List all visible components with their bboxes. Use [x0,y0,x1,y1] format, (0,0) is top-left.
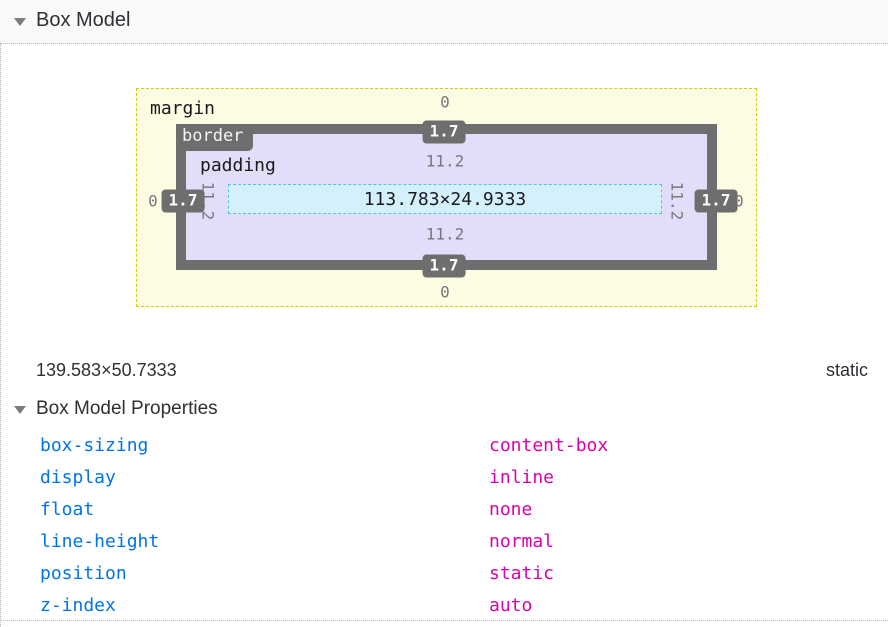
padding-right-value[interactable]: 11.2 [667,181,687,221]
property-value: none [489,499,533,520]
property-name[interactable]: display [40,467,116,488]
margin-region[interactable]: margin 0 0 0 0 border padding 11.2 11.2 … [136,88,757,307]
box-model-section-header[interactable]: Box Model [0,0,888,44]
property-row: line-height normal [0,526,888,558]
property-row: display inline [0,462,888,494]
element-position: static [825,360,868,380]
border-left-value[interactable]: 1.7 [161,189,205,213]
property-value: auto [489,595,533,616]
border-right-value[interactable]: 1.7 [694,189,738,213]
property-value: static [489,563,555,584]
property-row: box-sizing content-box [0,430,888,462]
content-region[interactable]: 113.783×24.9333 [228,184,662,214]
margin-bottom-value[interactable]: 0 [440,282,450,302]
collapse-triangle-icon[interactable] [14,18,26,26]
property-name[interactable]: position [40,563,127,584]
box-model-properties-header[interactable]: Box Model Properties [0,398,888,428]
padding-bottom-value[interactable]: 11.2 [425,224,465,244]
panel-left-divider [0,44,1,627]
border-top-value[interactable]: 1.7 [422,120,466,144]
property-row: z-index auto [0,590,888,622]
property-name[interactable]: z-index [40,595,116,616]
border-bottom-value[interactable]: 1.7 [422,254,466,278]
border-label: border [176,124,254,151]
properties-section-title: Box Model Properties [36,398,218,419]
property-name[interactable]: float [40,499,95,520]
margin-label: margin [150,98,216,119]
section-title: Box Model [36,9,131,31]
panel-bottom-divider [0,620,888,621]
margin-top-value[interactable]: 0 [440,92,450,112]
collapse-triangle-icon[interactable] [14,406,26,414]
content-size-value[interactable]: 113.783×24.9333 [363,188,527,210]
margin-right-value[interactable]: 0 [734,191,744,211]
property-row: float none [0,494,888,526]
padding-top-value[interactable]: 11.2 [425,151,465,171]
property-value: inline [489,467,555,488]
margin-left-value[interactable]: 0 [148,191,158,211]
property-value: normal [489,531,555,552]
property-name[interactable]: line-height [40,531,160,552]
property-row: position static [0,558,888,590]
property-value: content-box [489,435,609,456]
property-name[interactable]: box-sizing [40,435,149,456]
properties-list: box-sizing content-box display inline fl… [0,430,888,622]
padding-label: padding [200,155,276,176]
element-dimensions: 139.583×50.7333 [36,360,177,380]
